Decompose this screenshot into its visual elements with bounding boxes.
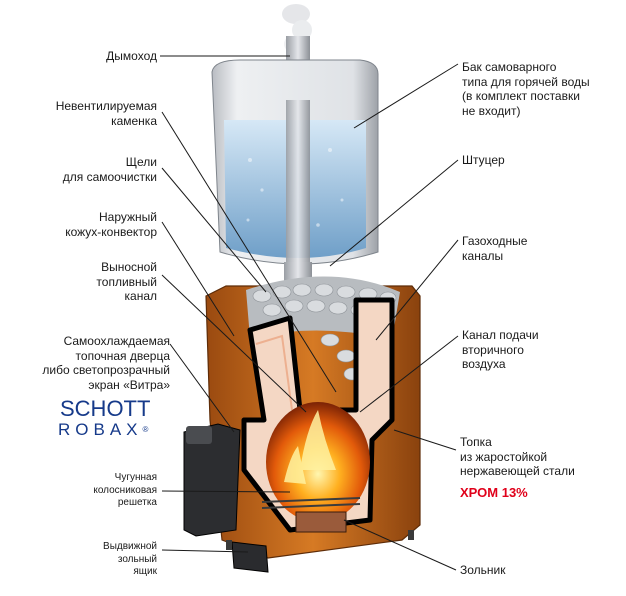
leader-lines bbox=[160, 55, 459, 571]
label-water-tank: Бак самоварного типа для горячей воды (в… bbox=[462, 60, 590, 118]
brand-logo-line1: SCHOTT bbox=[60, 396, 151, 421]
label-outer-casing: Наружный кожух-конвектор bbox=[65, 210, 157, 239]
label-steel-grade: ХРОМ 13% bbox=[460, 485, 528, 500]
label-firebox: Топка из жаростойкой нержавеющей стали bbox=[460, 435, 575, 478]
label-chimney: Дымоход bbox=[106, 49, 157, 63]
label-fitting: Штуцер bbox=[462, 153, 505, 167]
label-secondary-air-channel: Канал подачи вторичного воздуха bbox=[462, 328, 539, 371]
label-self-cleaning-slots: Щели для самоочистки bbox=[62, 155, 157, 184]
brand-registered-mark: ® bbox=[142, 425, 154, 434]
fuel-channel bbox=[183, 423, 241, 537]
water-tank bbox=[211, 59, 379, 270]
label-ash-drawer: Выдвижной зольный ящик bbox=[103, 541, 157, 577]
label-door: Самоохлаждаемая топочная дверца либо све… bbox=[42, 334, 170, 392]
legs bbox=[226, 530, 414, 550]
flames bbox=[284, 410, 336, 484]
ash-drawer bbox=[231, 541, 269, 573]
label-stones: Невентилируемая каменка bbox=[55, 99, 157, 128]
ash-pit bbox=[295, 511, 347, 533]
label-ash-pit: Зольник bbox=[460, 563, 506, 577]
label-fuel-channel: Выносной топливный канал bbox=[96, 260, 157, 303]
label-gas-channels: Газоходные каналы bbox=[462, 234, 528, 263]
brand-logo-text: ROBAX bbox=[58, 420, 143, 439]
grate bbox=[261, 497, 361, 509]
brand-logo-line2: ROBAX® bbox=[58, 421, 153, 439]
label-grate: Чугунная колосниковая решетка bbox=[93, 472, 157, 508]
